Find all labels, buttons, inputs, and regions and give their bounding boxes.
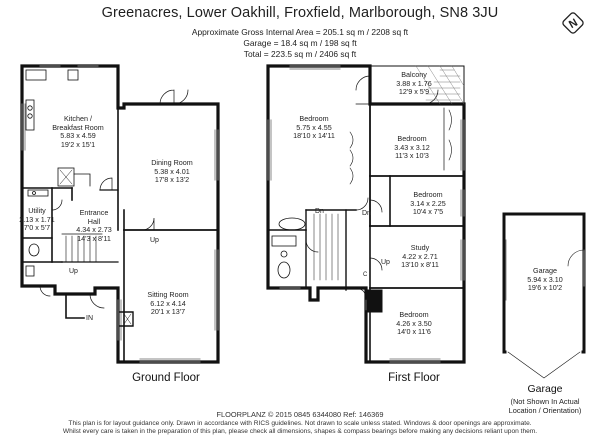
compass-north-icon: N — [560, 10, 586, 36]
room-dimension-metric: 4.34 x 2.73 — [76, 225, 112, 234]
room-dimension-metric: 3.14 x 2.25 — [410, 198, 446, 208]
balcony — [369, 65, 465, 105]
room-study: Study 4.22 x 2.71 13'10 x 8'11 — [401, 244, 439, 270]
footer-disclaimer-1: This plan is for layout guidance only. D… — [68, 420, 532, 427]
stair-up-marker: Up — [69, 268, 78, 275]
area-line-2: Garage = 18.4 sq m / 198 sq ft — [243, 38, 357, 48]
first-floor-label: First Floor — [388, 372, 440, 384]
stair-up-marker: Up — [150, 237, 159, 244]
room-dimension-metric: 5.75 x 4.55 — [296, 122, 332, 132]
room-dimension-imperial: 20'1 x 13'7 — [150, 307, 186, 317]
room-dimension-metric: 4.26 x 3.50 — [396, 318, 432, 328]
room-bedroom-2: Bedroom 3.43 x 3.12 11'3 x 10'3 — [394, 135, 430, 161]
entrance-marker: IN — [86, 315, 93, 322]
room-dimension-metric: 4.22 x 2.71 — [402, 251, 438, 261]
room-dimension-imperial: 19'2 x 15'1 — [60, 139, 96, 149]
room-name: Entrance — [79, 207, 109, 217]
room-kitchen: Kitchen / Breakfast Room 5.83 x 4.59 19'… — [52, 113, 104, 149]
room-bedroom-4: Bedroom 4.26 x 3.50 14'0 x 11'6 — [396, 311, 432, 337]
room-name: Hall — [87, 216, 101, 226]
room-dining: Dining Room 5.38 x 4.01 17'8 x 13'2 — [151, 159, 193, 185]
ground-floor-walls — [20, 64, 220, 364]
footer-disclaimer-2: Whilst every care is taken in the prepar… — [62, 428, 538, 435]
room-name: Utility — [28, 206, 46, 216]
plan-title: Greenacres, Lower Oakhill, Froxfield, Ma… — [101, 5, 499, 21]
room-dimension-metric: 3.88 x 1.76 — [396, 78, 432, 88]
stair-down-marker: Dn — [362, 210, 371, 217]
room-name: Study — [410, 243, 430, 253]
room-dimension-metric: 5.38 x 4.01 — [154, 166, 190, 176]
stair-down-marker: Dn — [315, 208, 324, 215]
room-dimension-imperial: 18'10 x 14'11 — [293, 131, 335, 141]
room-dimension-metric: 5.83 x 4.59 — [60, 131, 96, 140]
room-entrance-hall: Entrance Hall 4.34 x 2.73 14'3 x 8'11 — [76, 207, 112, 243]
room-name: Bedroom — [399, 310, 429, 320]
room-sitting: Sitting Room 6.12 x 4.14 20'1 x 13'7 — [147, 291, 188, 317]
room-dimension-metric: 6.12 x 4.14 — [150, 298, 186, 308]
garage-label: Garage — [527, 383, 563, 395]
room-bedroom-3: Bedroom 3.14 x 2.25 10'4 x 7'5 — [410, 191, 446, 217]
room-name: Kitchen / — [64, 113, 92, 123]
room-name: Bedroom — [397, 134, 427, 144]
room-dimension-metric: 3.43 x 3.12 — [394, 142, 430, 152]
garage-walls — [502, 212, 586, 379]
cupboard-marker: C — [363, 272, 368, 278]
room-dimension-imperial: 13'10 x 8'11 — [401, 260, 439, 270]
room-name: Bedroom — [413, 190, 443, 200]
ground-floor-label: Ground Floor — [132, 372, 200, 384]
room-dimension-imperial: 7'0 x 5'7 — [23, 223, 51, 233]
room-dimension-metric: 2.13 x 1.71 — [19, 214, 55, 224]
garage-note-2: Location / Orientation) — [508, 406, 582, 415]
room-name: Garage — [533, 266, 557, 276]
area-line-1: Approximate Gross Internal Area = 205.1 … — [191, 27, 409, 37]
area-line-3: Total = 223.5 sq m / 2406 sq ft — [243, 49, 357, 59]
room-dimension-imperial: 11'3 x 10'3 — [395, 151, 429, 161]
room-bedroom-1: Bedroom 5.75 x 4.55 18'10 x 14'11 — [293, 115, 335, 141]
room-name: Breakfast Room — [52, 122, 104, 132]
room-name: Dining Room — [151, 158, 193, 168]
room-balcony: Balcony 3.88 x 1.76 12'9 x 5'9 — [396, 71, 432, 97]
stair-up-marker: Up — [381, 259, 390, 266]
footer-credit: FLOORPLANZ © 2015 0845 6344080 Ref: 1463… — [216, 410, 384, 419]
garage-note-1: (Not Shown In Actual — [510, 397, 580, 406]
room-dimension-imperial: 14'3 x 8'11 — [77, 233, 111, 243]
room-dimension-imperial: 10'4 x 7'5 — [412, 207, 444, 217]
room-name: Balcony — [401, 70, 427, 80]
room-garage: Garage 5.94 x 3.10 19'6 x 10'2 — [527, 267, 563, 293]
room-dimension-imperial: 17'8 x 13'2 — [154, 175, 190, 185]
room-dimension-metric: 5.94 x 3.10 — [527, 274, 563, 284]
room-utility: Utility 2.13 x 1.71 7'0 x 5'7 — [19, 207, 55, 233]
room-name: Bedroom — [299, 114, 329, 124]
room-dimension-imperial: 19'6 x 10'2 — [527, 283, 563, 293]
room-dimension-imperial: 14'0 x 11'6 — [397, 327, 431, 337]
room-dimension-imperial: 12'9 x 5'9 — [398, 87, 430, 97]
room-name: Sitting Room — [147, 290, 189, 300]
